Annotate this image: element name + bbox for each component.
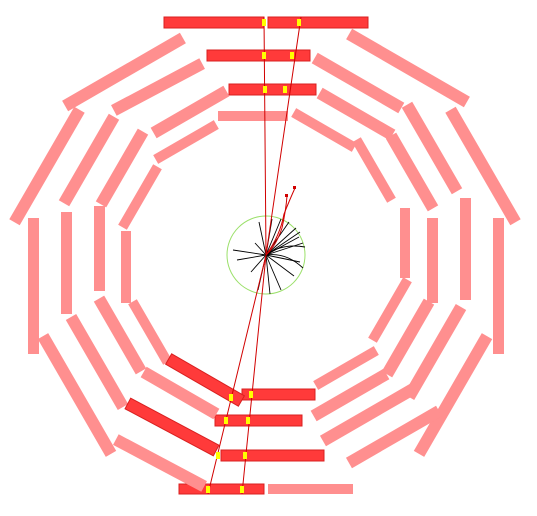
chamber-middle-left bbox=[61, 212, 72, 314]
chamber-inner-left-lower-diag-second bbox=[128, 299, 172, 365]
chamber-inner-right-lower-diag-second bbox=[368, 277, 412, 343]
muon-hit bbox=[206, 486, 210, 493]
chamber-outer-right-lower-diag bbox=[413, 333, 493, 457]
muon-hit bbox=[216, 452, 220, 459]
muon-hit bbox=[283, 86, 287, 93]
chamber-outer-lower-left-diag bbox=[113, 434, 207, 492]
muon-hit bbox=[246, 417, 250, 424]
muon-tracks bbox=[207, 16, 302, 495]
chamber-inner-left-second bbox=[121, 231, 131, 303]
muon-hit bbox=[243, 452, 247, 459]
chamber-outer-upper-right-diag bbox=[346, 28, 470, 108]
chamber-inner-lower-left-diag-second bbox=[164, 353, 246, 407]
chamber-middle-right-upper-diag bbox=[401, 101, 463, 195]
chamber-middle-right bbox=[460, 198, 471, 300]
muon-hit bbox=[262, 52, 266, 59]
chamber-middle-lower-right-diag bbox=[319, 383, 417, 447]
chamber-inner-right-upper-diag bbox=[385, 132, 439, 212]
chamber-middle-left-lower-diag bbox=[65, 313, 129, 411]
chamber-inner-lower-left-diag bbox=[140, 366, 220, 420]
muon-hit bbox=[249, 391, 253, 398]
chamber-inner-upper-right-diag bbox=[316, 87, 396, 141]
inner-tracks bbox=[232, 218, 306, 295]
chamber-outer-top-left bbox=[163, 16, 265, 29]
chamber-inner-top-second bbox=[218, 111, 288, 121]
muon-hit bbox=[224, 417, 228, 424]
chamber-inner-right-lower-diag bbox=[381, 298, 435, 378]
muon-hit bbox=[297, 19, 301, 26]
chamber-middle-bottom bbox=[220, 449, 325, 462]
chamber-outer-upper-left-diag bbox=[62, 32, 186, 112]
chamber-inner-bottom-second bbox=[214, 414, 303, 427]
chamber-inner-upper-left-diag bbox=[150, 85, 230, 139]
chamber-middle-top bbox=[206, 49, 311, 62]
muon-hit bbox=[229, 394, 233, 401]
muon-hit bbox=[290, 52, 294, 59]
chamber-inner-top bbox=[228, 83, 317, 96]
chamber-outer-left-lower-diag bbox=[37, 333, 117, 457]
muon-ring-outer bbox=[9, 16, 521, 495]
muon-endpoint-marker bbox=[293, 186, 296, 189]
chamber-outer-bottom-left bbox=[178, 483, 265, 495]
chamber-inner-lower-right-diag-second bbox=[313, 346, 379, 390]
muon-hits bbox=[206, 19, 301, 493]
chamber-outer-left-upper-diag bbox=[9, 106, 85, 226]
chamber-outer-lower-right-diag bbox=[345, 405, 443, 469]
chamber-inner-right-upper-diag-second bbox=[352, 137, 396, 203]
muon-ring-inner bbox=[93, 83, 439, 427]
muon-hit bbox=[240, 486, 244, 493]
chamber-inner-left-upper-diag bbox=[95, 128, 149, 208]
chamber-inner-upper-right-diag-second bbox=[291, 108, 357, 152]
chamber-middle-right-lower-diag bbox=[403, 303, 467, 401]
muon-hit bbox=[263, 86, 267, 93]
chamber-inner-upper-left-diag-second bbox=[153, 120, 219, 164]
muon-hit bbox=[262, 19, 266, 26]
muon-track-4 bbox=[265, 195, 288, 256]
muon-track-3 bbox=[265, 187, 296, 256]
chamber-outer-top-right bbox=[267, 16, 369, 29]
chamber-middle-upper-right-diag bbox=[311, 52, 405, 114]
chamber-middle-left-upper-diag bbox=[58, 113, 120, 207]
chamber-inner-left-upper-diag-second bbox=[118, 164, 162, 230]
chamber-middle-upper-left-diag bbox=[111, 58, 205, 116]
chamber-inner-left-lower-diag bbox=[93, 295, 147, 375]
chamber-inner-right bbox=[427, 218, 438, 303]
chamber-outer-right bbox=[493, 218, 504, 354]
muon-endpoint-marker-2 bbox=[285, 194, 288, 197]
chamber-outer-right-upper-diag bbox=[445, 106, 521, 226]
chamber-outer-left bbox=[28, 218, 39, 354]
chamber-outer-bottom-right bbox=[268, 484, 353, 494]
muon-ring-middle bbox=[58, 49, 471, 492]
chamber-inner-left bbox=[94, 206, 105, 291]
chamber-inner-right-second bbox=[400, 208, 410, 278]
chamber-inner-lower-right-diag bbox=[310, 368, 390, 422]
chamber-middle-lower-left-diag bbox=[124, 397, 220, 457]
